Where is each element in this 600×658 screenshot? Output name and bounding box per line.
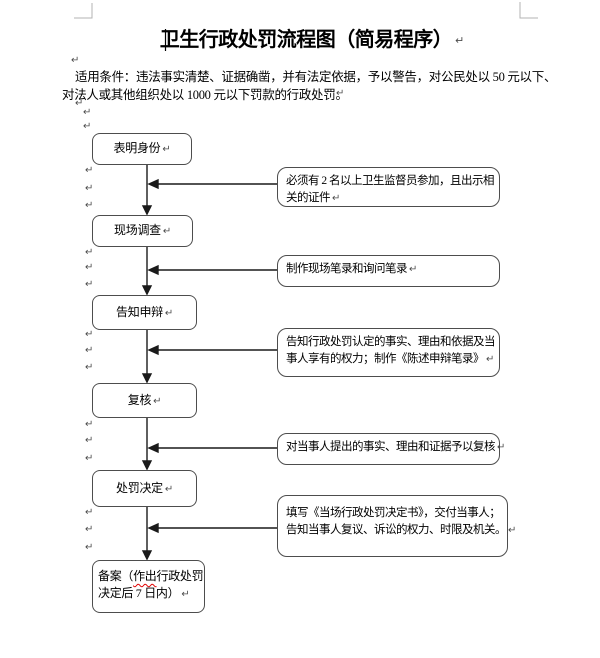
flow-step-punishment-decision[interactable]: 处罚决定↵ xyxy=(92,470,197,507)
note-line: 告知行政处罚认定的事实、理由和依据及当 xyxy=(286,336,496,348)
note-arrowhead-4 xyxy=(147,442,159,454)
note-line: 填写《当场行政处罚决定书》，交付当事人； xyxy=(286,507,501,519)
return-mark: ↵ xyxy=(164,483,173,495)
flow-arrowhead-down-2 xyxy=(141,285,153,296)
note-box-records[interactable]: 制作现场笔录和询问笔录↵ xyxy=(277,255,500,287)
note-line: 必须有 2 名以上卫生监督员参加，且出示相 xyxy=(286,175,495,187)
paragraph-return-mark: ↵ xyxy=(71,55,80,66)
margin-mark-top-left xyxy=(74,3,93,19)
paragraph-return-mark: ↵ xyxy=(85,165,94,176)
note-arrowhead-3 xyxy=(147,344,159,356)
page-title: 卫生行政处罚流程图（简易程序） xyxy=(159,29,453,51)
note-box-recheck[interactable]: 对当事人提出的事实、理由和证据予以复核↵ xyxy=(277,433,505,465)
intro-line-1: 适用条件：违法事实清楚、证据确凿，并有法定依据，予以警告，对公民处以 50 元以… xyxy=(75,70,557,84)
paragraph-return-mark: ↵ xyxy=(85,279,94,290)
flow-arrowhead-down-3 xyxy=(141,373,153,384)
paragraph-return-mark: ↵ xyxy=(85,524,94,535)
flow-arrowhead-down-1 xyxy=(141,205,153,216)
note-box-decision-doc[interactable]: 填写《当场行政处罚决定书》，交付当事人； 告知当事人复议、诉讼的权力、时限及机关… xyxy=(277,495,516,557)
paragraph-return-mark: ↵ xyxy=(85,507,94,518)
note-line: 关的证件 xyxy=(286,191,331,204)
note-line: 对当事人提出的事实、理由和证据予以复核 xyxy=(286,441,496,453)
return-mark: ↵ xyxy=(181,589,190,600)
paragraph-return-mark: ↵ xyxy=(83,107,92,118)
flow-arrowhead-down-5 xyxy=(141,550,153,561)
paragraph-return-mark: ↵ xyxy=(85,262,94,273)
note-arrowhead-5 xyxy=(147,522,159,534)
paragraph-return-mark: ↵ xyxy=(85,329,94,340)
return-mark: ↵ xyxy=(409,264,417,275)
note-arrowhead-2 xyxy=(147,264,159,276)
filing-label-spellcheck: 作出 xyxy=(133,569,157,583)
flow-step-identify[interactable]: 表明身份↵ xyxy=(92,133,192,165)
paragraph-return-mark: ↵ xyxy=(85,419,94,430)
return-mark: ↵ xyxy=(508,524,516,536)
return-mark: ↵ xyxy=(486,353,494,365)
flow-step-label: 表明身份 xyxy=(113,141,161,155)
flow-step-label: 复核 xyxy=(127,392,152,407)
flow-step-label: 现场调查 xyxy=(114,223,161,237)
note-line: 制作现场笔录和询问笔录 xyxy=(286,263,408,275)
note-box-supervisors[interactable]: 必须有 2 名以上卫生监督员参加，且出示相 关的证件↵ xyxy=(277,167,500,207)
filing-label-rest: 行政处罚 xyxy=(156,569,204,583)
return-mark: ↵ xyxy=(153,395,162,407)
paragraph-return-mark: ↵ xyxy=(85,345,94,356)
flow-step-site-investigation[interactable]: 现场调查↵ xyxy=(92,215,193,247)
flow-step-label: 处罚决定 xyxy=(116,480,163,495)
flow-step-notify-defense[interactable]: 告知申辩↵ xyxy=(92,295,197,330)
note-line: 告知当事人复议、诉讼的权力、时限及机关。 xyxy=(286,523,507,536)
flow-step-label: 告知申辩 xyxy=(116,304,163,319)
note-line: 事人享有的权力；制作《陈述申辩笔录》 xyxy=(286,352,485,365)
return-mark: ↵ xyxy=(164,307,173,319)
paragraph-return-mark: ↵ xyxy=(83,121,92,132)
return-mark-after-intro: ↵ xyxy=(336,88,345,99)
filing-label-prefix: 备案（ xyxy=(98,569,134,583)
return-mark: ↵ xyxy=(332,192,340,204)
paragraph-return-mark: ↵ xyxy=(85,435,94,446)
paragraph-return-mark: ↵ xyxy=(75,98,84,109)
margin-mark-top-right xyxy=(519,2,538,19)
return-mark: ↵ xyxy=(162,144,171,155)
paragraph-return-mark: ↵ xyxy=(85,183,94,194)
note-box-inform-rights[interactable]: 告知行政处罚认定的事实、理由和依据及当 事人享有的权力；制作《陈述申辩笔录》↵ xyxy=(277,328,500,377)
flow-arrowhead-down-4 xyxy=(141,460,153,471)
paragraph-return-mark: ↵ xyxy=(85,542,94,553)
intro-line-2: 对法人或其他组织处以 1000 元以下罚款的行政处罚。 xyxy=(62,88,348,102)
paragraph-return-mark: ↵ xyxy=(85,362,94,373)
paragraph-return-mark: ↵ xyxy=(85,200,94,211)
note-arrowhead-1 xyxy=(147,178,159,190)
filing-label-line2: 决定后 7 日内） xyxy=(98,586,180,600)
return-mark-after-title: ↵ xyxy=(455,34,465,47)
return-mark: ↵ xyxy=(497,442,505,453)
flow-step-review[interactable]: 复核↵ xyxy=(92,383,197,418)
return-mark: ↵ xyxy=(162,226,171,237)
paragraph-return-mark: ↵ xyxy=(85,453,94,464)
flow-step-filing[interactable]: 备案（作出行政处罚 决定后 7 日内）↵ xyxy=(92,560,205,613)
paragraph-return-mark: ↵ xyxy=(85,247,94,258)
